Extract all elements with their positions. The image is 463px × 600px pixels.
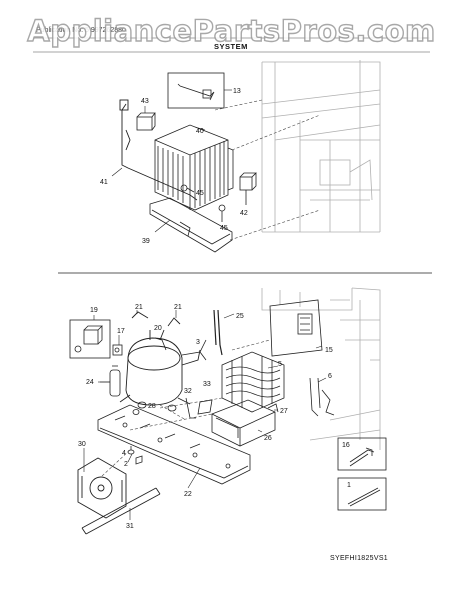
callout-3: 3 bbox=[196, 339, 200, 346]
callout-24: 24 bbox=[86, 379, 94, 386]
part-42-component bbox=[239, 172, 257, 205]
part-17-overload bbox=[112, 335, 123, 356]
leader-lines-top bbox=[214, 99, 321, 241]
part-45-fasteners bbox=[180, 184, 226, 222]
compressor bbox=[119, 329, 201, 406]
callout-28: 28 bbox=[148, 403, 156, 410]
callout-1: 1 bbox=[347, 482, 351, 489]
callout-16: 16 bbox=[342, 442, 350, 449]
callout-22: 22 bbox=[184, 491, 192, 498]
part-19-inset bbox=[69, 319, 111, 359]
callout-20: 20 bbox=[154, 325, 162, 332]
callout-19: 19 bbox=[90, 307, 98, 314]
part-3-tube bbox=[181, 339, 207, 361]
part-22-base-plate bbox=[97, 404, 251, 485]
part-27-clip bbox=[267, 403, 279, 413]
cabinet-outline-bottom bbox=[261, 287, 381, 450]
publication-number: Publication No: 5 997262880 bbox=[36, 27, 126, 34]
part-13-inset bbox=[167, 72, 232, 109]
part-41-tube bbox=[111, 99, 198, 201]
part-40-evaporator bbox=[154, 124, 234, 211]
part-30-fan-shroud bbox=[77, 457, 127, 519]
callout-31: 31 bbox=[126, 523, 134, 530]
callout-25: 25 bbox=[236, 313, 244, 320]
part-26-drain-pan bbox=[211, 399, 276, 447]
part-21-clips bbox=[131, 311, 181, 327]
callout-27: 27 bbox=[280, 408, 288, 415]
part-32-33-brackets bbox=[185, 397, 213, 419]
callout-32: 32 bbox=[184, 388, 192, 395]
part-15-panel bbox=[269, 299, 323, 357]
callout-43: 43 bbox=[141, 98, 149, 105]
callout-17: 17 bbox=[117, 328, 125, 335]
callout-21-a: 21 bbox=[135, 304, 143, 311]
callout-26: 26 bbox=[264, 435, 272, 442]
callout-6: 6 bbox=[328, 373, 332, 380]
part-24-capacitor bbox=[100, 365, 121, 397]
callout-2: 2 bbox=[124, 461, 128, 468]
callout-13: 13 bbox=[233, 88, 241, 95]
part-1-inset bbox=[337, 477, 387, 511]
callout-39: 39 bbox=[142, 238, 150, 245]
callout-45-a: 45 bbox=[196, 190, 204, 197]
cabinet-outline-top bbox=[261, 60, 381, 233]
diagram-code: SYEFHI1825VS1 bbox=[330, 555, 388, 562]
part-6-bracket bbox=[309, 377, 335, 417]
part-5-condenser bbox=[221, 351, 285, 413]
leader-lines-bottom bbox=[101, 339, 271, 477]
callout-42: 42 bbox=[240, 210, 248, 217]
callout-21-b: 21 bbox=[174, 304, 182, 311]
callout-4: 4 bbox=[122, 450, 126, 457]
callout-45-b: 45 bbox=[220, 225, 228, 232]
callout-33: 33 bbox=[203, 381, 211, 388]
callout-15: 15 bbox=[325, 347, 333, 354]
part-25-tube bbox=[213, 309, 223, 356]
part-43-relay bbox=[136, 106, 156, 131]
callout-5: 5 bbox=[278, 361, 282, 368]
part-31-rail bbox=[81, 487, 161, 535]
part-39-drain-pan bbox=[149, 197, 233, 253]
callout-41: 41 bbox=[100, 179, 108, 186]
callout-30: 30 bbox=[78, 441, 86, 448]
part-28-grommets bbox=[132, 401, 177, 415]
part-16-inset bbox=[337, 437, 387, 471]
callout-40: 40 bbox=[196, 128, 204, 135]
section-title: SYSTEM bbox=[214, 42, 248, 51]
callout-leaders-bottom bbox=[83, 310, 327, 520]
part-4-2-screws bbox=[127, 446, 143, 465]
